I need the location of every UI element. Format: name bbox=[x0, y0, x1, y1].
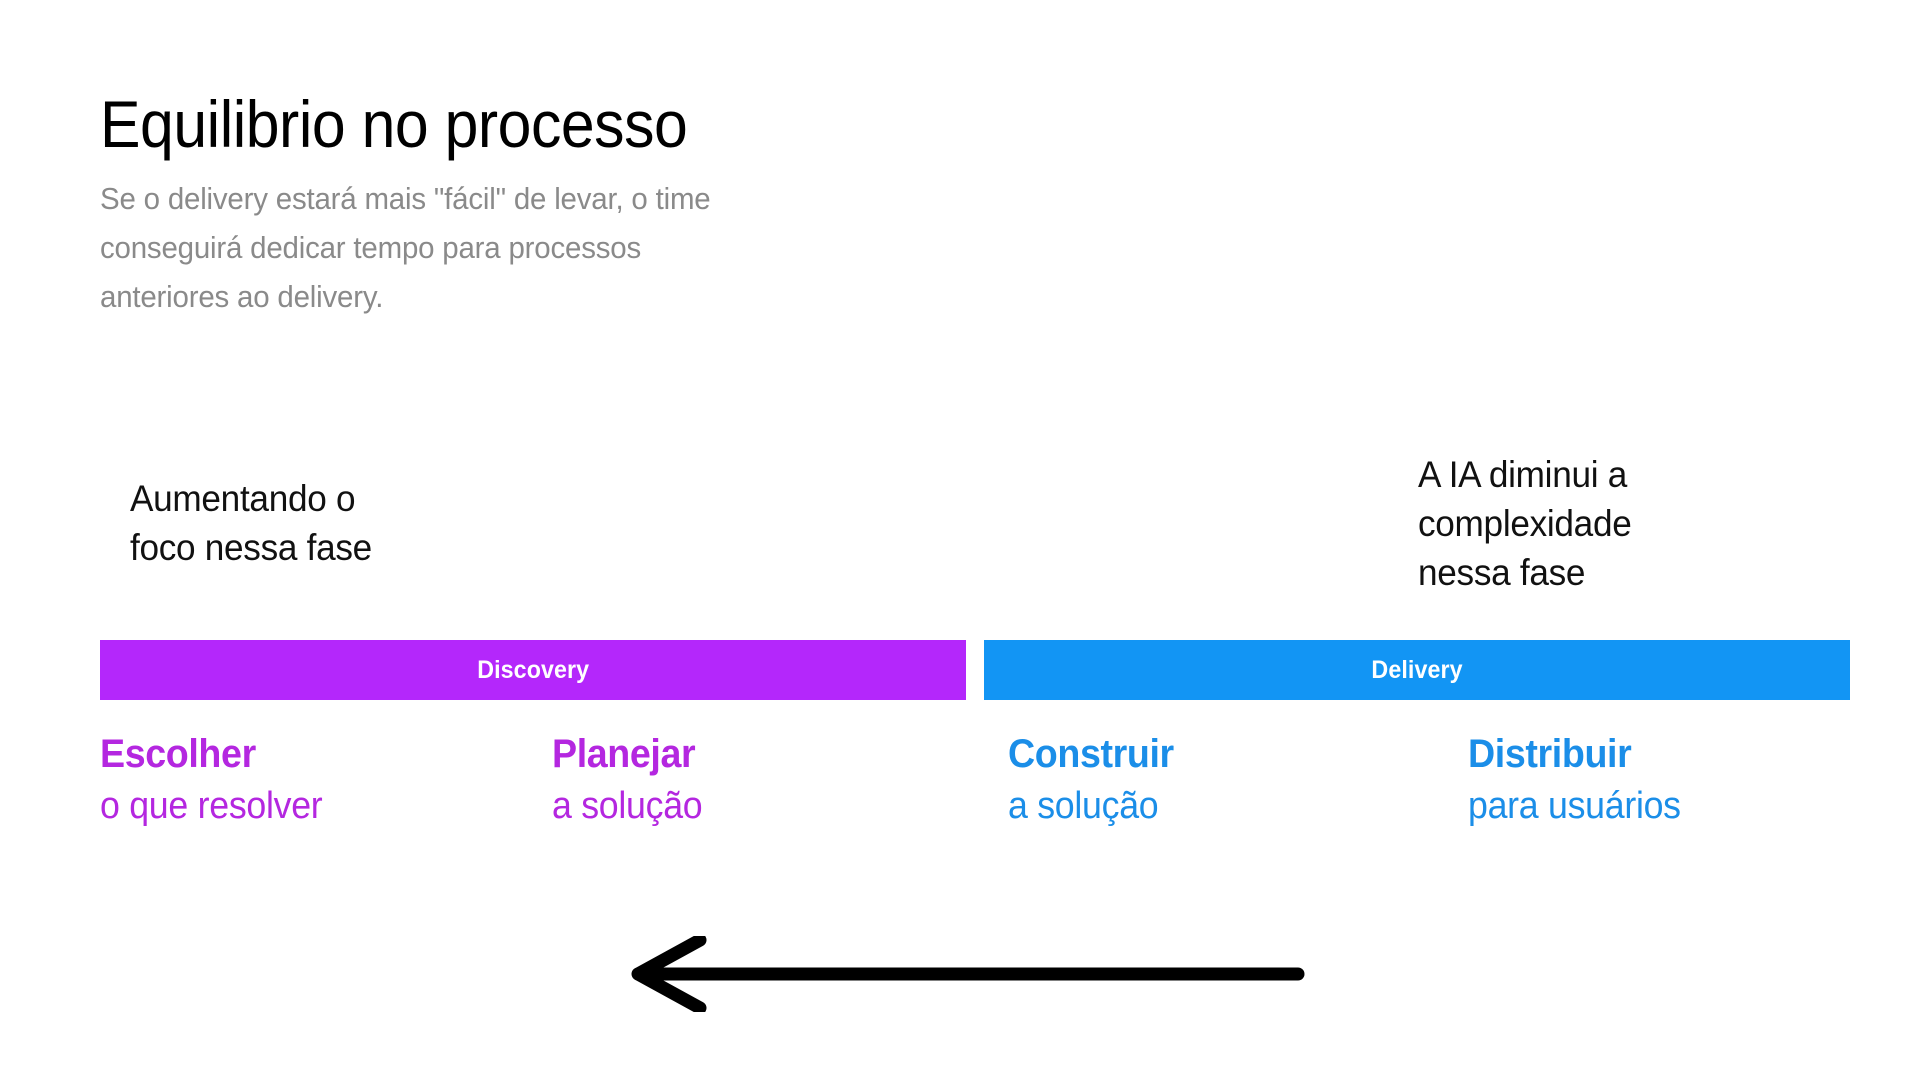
step-columns: Escolher o que resolver Planejar a soluç… bbox=[100, 728, 1860, 858]
subtitle-line-3: anteriores ao delivery. bbox=[100, 279, 384, 314]
page-subtitle: Se o delivery estará mais "fácil" de lev… bbox=[100, 174, 879, 321]
annotation-right-line-2: complexidade bbox=[1418, 503, 1632, 544]
step-title: Distribuir bbox=[1468, 732, 1632, 776]
header-block: Equilibrio no processo Se o delivery est… bbox=[100, 88, 1000, 321]
annotation-left-line-2: foco nessa fase bbox=[130, 527, 372, 568]
phase-bar-discovery-label: Discovery bbox=[476, 655, 589, 684]
phase-bar-discovery[interactable]: Discovery bbox=[100, 640, 966, 700]
step-column-distribuir[interactable]: Distribuir para usuários bbox=[1468, 728, 1694, 832]
phase-bars: Discovery Delivery bbox=[100, 640, 1850, 700]
phase-bar-delivery[interactable]: Delivery bbox=[984, 640, 1850, 700]
subtitle-line-1: Se o delivery estará mais "fácil" de lev… bbox=[100, 181, 711, 216]
annotation-right-line-3: nessa fase bbox=[1418, 552, 1586, 593]
annotation-left: Aumentando o foco nessa fase bbox=[130, 474, 372, 572]
step-column-planejar[interactable]: Planejar a solução bbox=[552, 728, 712, 832]
step-subtitle: a solução bbox=[1008, 785, 1159, 827]
step-title: Construir bbox=[1008, 732, 1174, 776]
step-title: Escolher bbox=[100, 732, 256, 776]
step-subtitle: para usuários bbox=[1468, 785, 1681, 827]
left-arrow-icon bbox=[626, 936, 1306, 1012]
phase-bar-delivery-label: Delivery bbox=[1371, 655, 1463, 684]
step-title: Planejar bbox=[552, 732, 696, 776]
step-subtitle: o que resolver bbox=[100, 785, 323, 827]
step-subtitle: a solução bbox=[552, 785, 703, 827]
subtitle-line-2: conseguirá dedicar tempo para processos bbox=[100, 230, 642, 265]
annotation-right-line-1: A IA diminui a bbox=[1418, 454, 1627, 495]
annotation-right: A IA diminui a complexidade nessa fase bbox=[1418, 450, 1632, 597]
page-title: Equilibrio no processo bbox=[100, 87, 688, 161]
annotation-left-line-1: Aumentando o bbox=[130, 478, 356, 519]
annotation-row: Aumentando o foco nessa fase A IA diminu… bbox=[0, 452, 1920, 1012]
step-column-escolher[interactable]: Escolher o que resolver bbox=[100, 728, 337, 832]
step-column-construir[interactable]: Construir a solução bbox=[1008, 728, 1184, 832]
